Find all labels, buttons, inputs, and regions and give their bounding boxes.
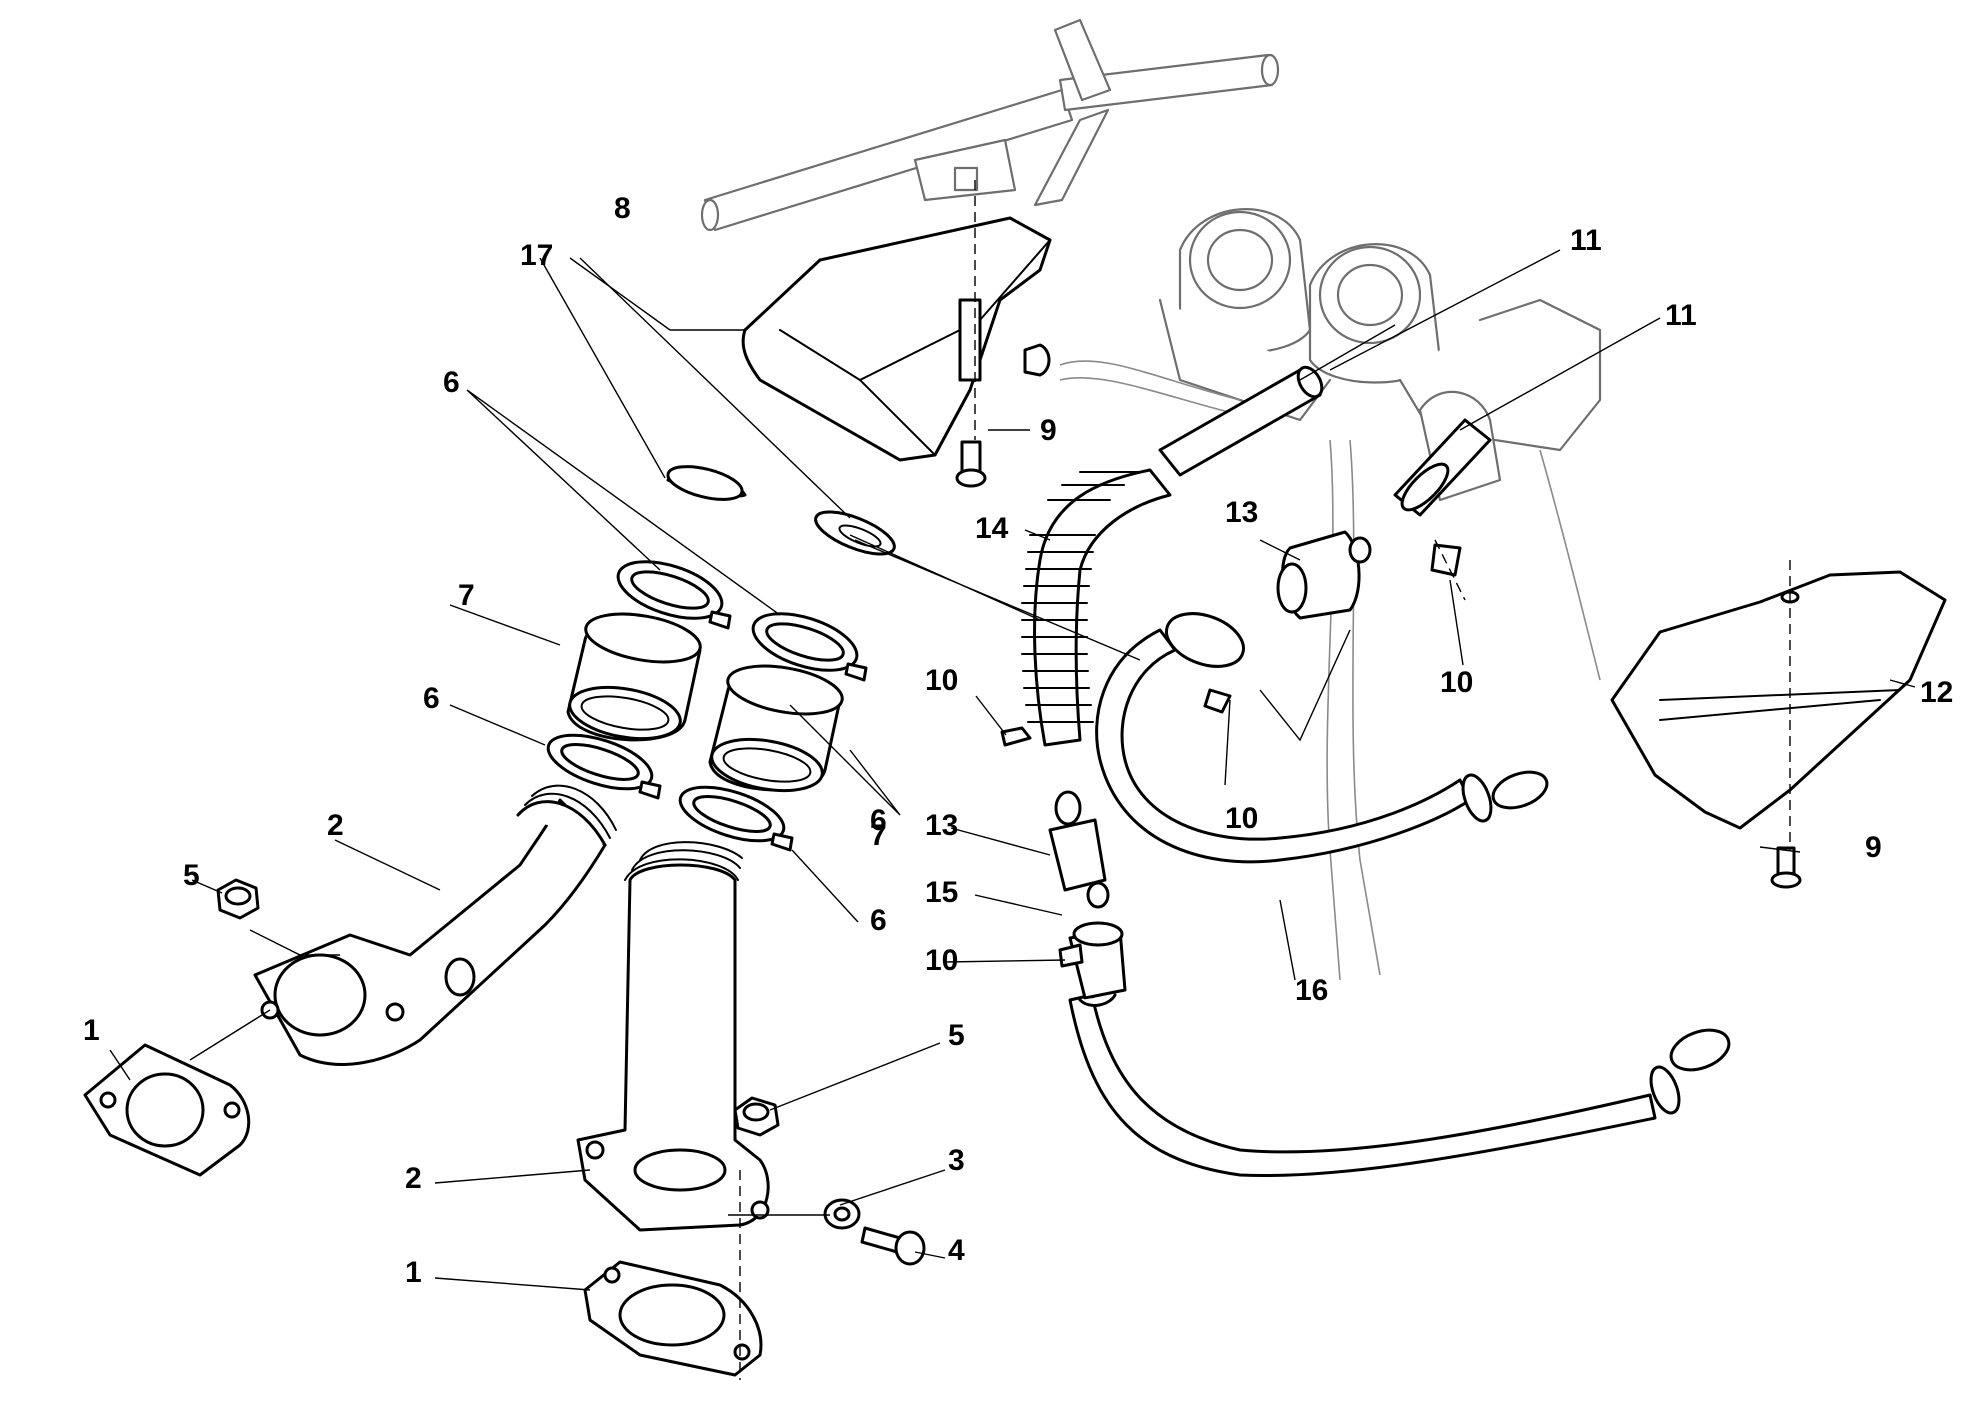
lock-rings [666,465,896,556]
drain-hose-lower [1068,993,1731,1178]
callout-10-right: 10 [1440,666,1473,699]
vent-hose-upper [1158,365,1324,477]
hose-clamp-4 [678,785,794,852]
left-heat-shield [741,216,1052,462]
screw [860,1226,926,1266]
intake-manifold-lower [576,841,770,1232]
callout-2-upper: 2 [327,809,344,842]
nut-lower [733,1096,780,1137]
callout-16: 16 [1295,974,1328,1007]
intake-sleeve-1 [566,612,702,742]
callout-6-left: 6 [423,682,440,715]
coil-spring-guard [1021,468,1172,747]
callout-6-mid: 6 [870,804,887,837]
callout-15: 15 [925,876,958,909]
callout-5-lower: 5 [948,1019,965,1052]
intake-sleeve-2 [708,664,844,793]
assembly-axes [189,180,1791,1380]
callout-17: 17 [520,239,553,272]
callout-12: 12 [1920,676,1953,709]
leader-lines [109,249,1916,1291]
callout-10-lower: 10 [925,944,958,977]
hose-clamp-1 [616,560,732,630]
callout-13-upper: 13 [1225,496,1258,529]
callout-10-mid: 10 [1225,802,1258,835]
callout-9-left: 9 [1040,414,1057,447]
callout-2-lower: 2 [405,1162,422,1195]
callout-11-upper: 11 [1570,224,1602,257]
callout-4: 4 [948,1234,965,1267]
callout-3: 3 [948,1144,965,1177]
callout-10-left: 10 [925,664,958,697]
hose-clips [1000,543,1462,968]
callout-9-right: 9 [1865,831,1882,864]
inline-fuel-filter-1 [1276,530,1372,620]
callout-7-lower: 7 [870,819,887,852]
callout-6-top: 6 [443,366,460,399]
callout-7-upper: 7 [458,579,475,612]
washer [823,1198,861,1230]
intake-gasket-lower [583,1260,763,1377]
shield-screw-1 [955,440,987,488]
callout-1-upper: 1 [83,1014,100,1047]
callout-1-lower: 1 [405,1256,422,1289]
hose-connector [1068,921,1127,1007]
hose-clamp-2 [751,612,868,682]
nut-upper [216,878,260,920]
right-heat-shield [1610,570,1947,830]
callout-8: 8 [614,192,631,225]
callout-13-lower: 13 [925,809,958,842]
intake-manifold-upper [253,784,617,1066]
vent-hose-right [1393,418,1492,517]
shield-screw-2 [1770,846,1802,889]
callout-labels: 1 1 2 2 3 4 5 5 6 6 6 6 7 7 8 9 9 10 10 … [83,192,1953,1289]
hose-clamp-3 [546,733,662,800]
drain-hose-upper [1095,612,1549,864]
callout-11-right: 11 [1665,299,1697,332]
frame-tube-ghost [700,18,1280,232]
inline-fuel-filter-2 [1048,790,1110,909]
callout-5-upper: 5 [183,859,200,892]
callout-6-bottom: 6 [870,904,887,937]
callout-14: 14 [975,512,1009,545]
intake-gasket-upper [83,1043,251,1177]
